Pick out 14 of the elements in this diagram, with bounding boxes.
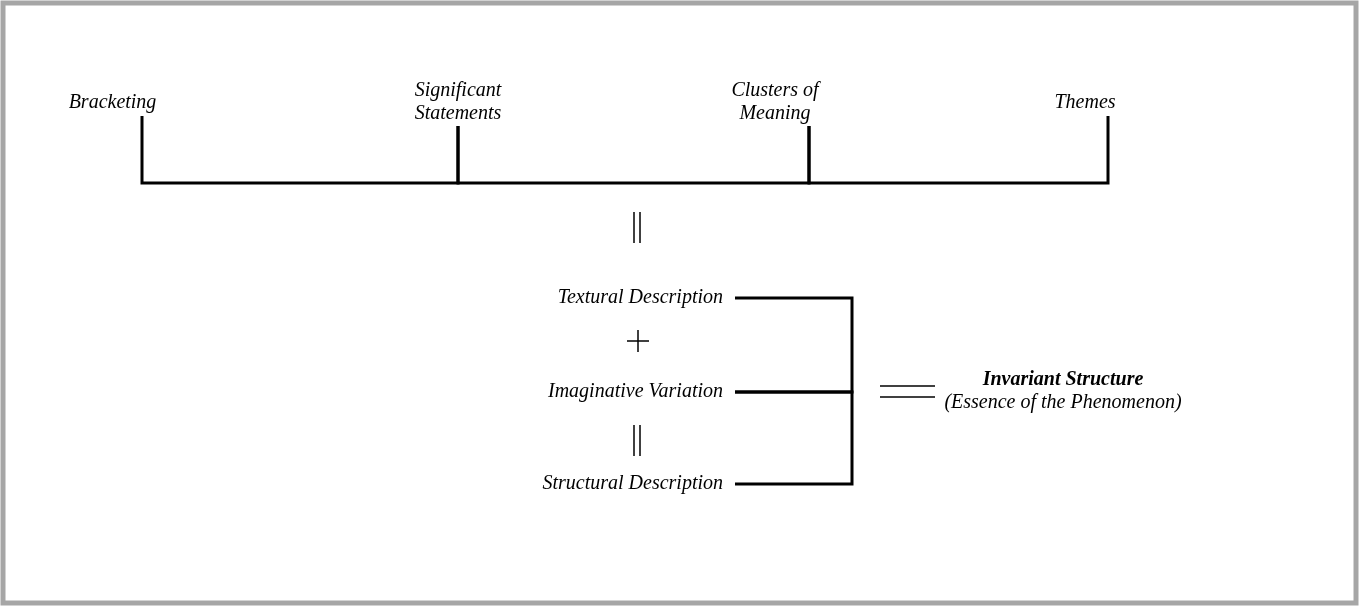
bracket-line (456, 126, 811, 185)
bracket-line (735, 390, 854, 486)
result-subtitle: (Essence of the Phenomenon) (943, 390, 1183, 413)
step-label: Imaginative Variation (440, 379, 735, 405)
bracket-line (140, 116, 460, 185)
step-label: Bracketing (55, 90, 170, 116)
step-label: Structural Description (440, 471, 735, 497)
step-label: Textural Description (440, 285, 735, 311)
step-label: Clusters of Meaning (712, 78, 838, 126)
bracket-line (735, 296, 854, 394)
step-label: Themes (1040, 90, 1130, 116)
bracket-line (807, 116, 1110, 185)
step-label: Significant Statements (393, 78, 523, 126)
result-heading: Invariant Structure (981, 367, 1145, 390)
